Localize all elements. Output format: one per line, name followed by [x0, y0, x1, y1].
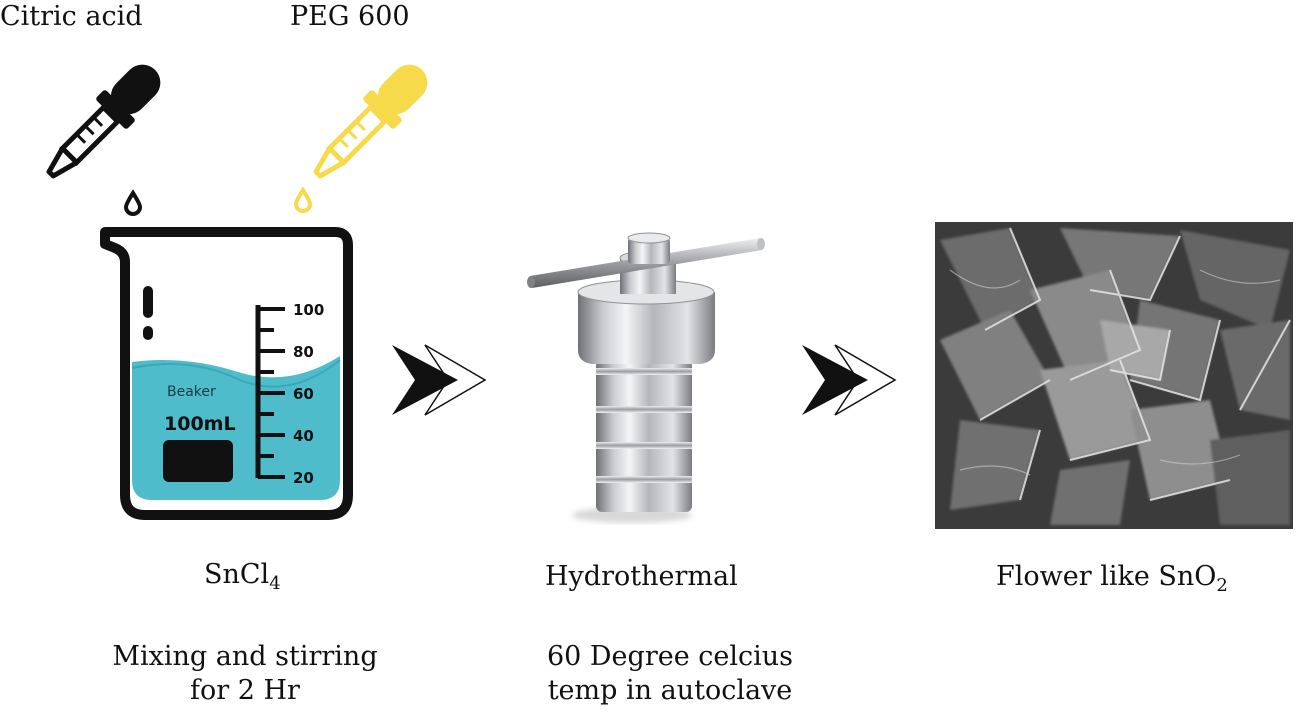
peg-600-label: PEG 600: [290, 1, 410, 32]
reactant-subscript: 4: [269, 573, 281, 594]
product-label: Flower like SnO2: [996, 560, 1228, 598]
hydrothermal-label: Hydrothermal: [545, 561, 738, 592]
product-formula: Flower like SnO: [996, 561, 1217, 592]
sem-flower-image: [935, 222, 1293, 529]
step2-description: 60 Degree celcius temp in autoclave: [530, 640, 810, 708]
reactant-formula: SnCl: [204, 559, 270, 590]
beaker-scale-80: 80: [293, 343, 314, 361]
dropper-right-icon: [313, 64, 428, 179]
autoclave-icon: [527, 232, 765, 523]
beaker-scale-20: 20: [293, 469, 314, 487]
beaker-title: Beaker: [167, 384, 216, 400]
double-chevron-arrow-icon: [802, 344, 897, 416]
step1-description: Mixing and stirring for 2 Hr: [100, 640, 390, 708]
beaker-icon: [100, 227, 353, 520]
step1-description-line2: for 2 Hr: [190, 674, 300, 706]
drop-left-icon: [123, 189, 143, 216]
double-chevron-arrow-icon: [392, 344, 487, 416]
beaker-scale-60: 60: [293, 385, 314, 403]
beaker-scale-40: 40: [293, 427, 314, 445]
reactant-label: SnCl4: [204, 558, 281, 596]
beaker-capacity: 100mL: [164, 413, 236, 435]
beaker-scale-100: 100: [293, 301, 324, 319]
step2-description-line1: 60 Degree celcius: [546, 641, 794, 672]
product-subscript: 2: [1216, 575, 1228, 596]
step2-description-line2: temp in autoclave: [547, 674, 793, 706]
step1-description-line1: Mixing and stirring: [112, 641, 378, 672]
citric-acid-label: Citric acid: [0, 1, 143, 32]
dropper-left-icon: [46, 64, 161, 179]
drop-right-icon: [293, 186, 313, 213]
